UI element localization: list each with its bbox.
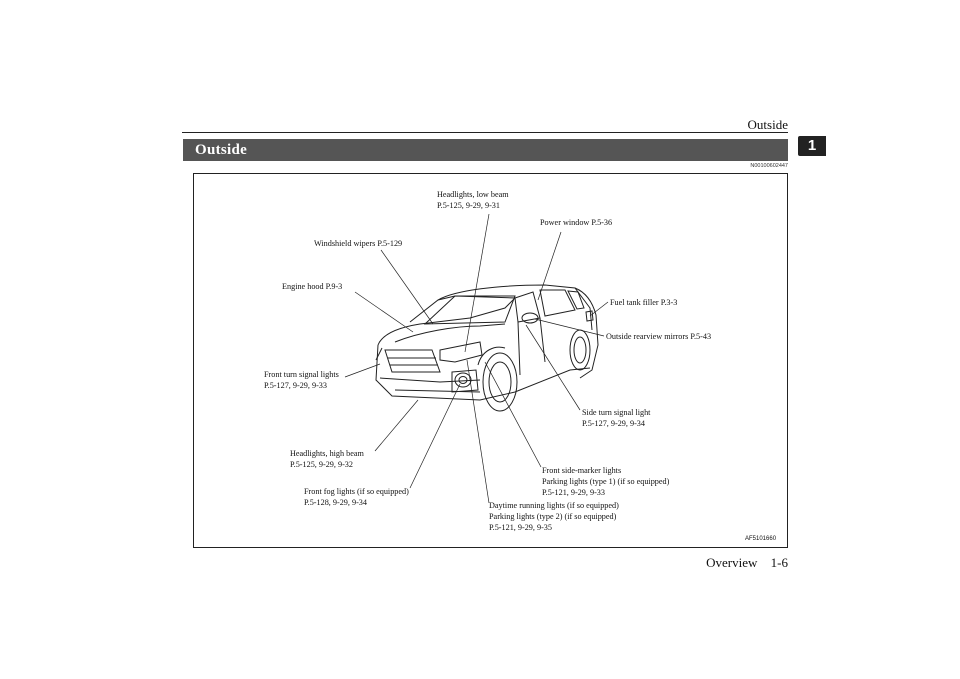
- leader-engine-hood: [354, 291, 414, 333]
- footer-page-number: 1-6: [770, 555, 788, 570]
- label-front-fog-lights: Front fog lights (if so equipped) P.5-12…: [304, 487, 409, 507]
- rear-wheel: [569, 329, 591, 371]
- label-side-turn-signal: Side turn signal light P.5-127, 9-29, 9-…: [582, 408, 651, 428]
- label-outside-mirrors: Outside rearview mirrors P.5-43: [606, 332, 712, 341]
- leader-drl: [466, 359, 490, 504]
- vehicle-figure-frame: [193, 173, 788, 548]
- leader-fuel-filler: [589, 301, 609, 317]
- label-fuel-tank-filler: Fuel tank filler P.3-3: [610, 298, 678, 307]
- leader-wipers: [380, 249, 434, 325]
- header-divider: [182, 132, 788, 133]
- leader-turn-signal: [344, 363, 381, 378]
- page-footer: Overview 1-6: [706, 555, 788, 571]
- label-engine-hood: Engine hood P.9-3: [282, 282, 343, 291]
- label-front-side-marker: Front side-marker lights Parking lights …: [542, 466, 670, 497]
- car-body-outline: [377, 295, 517, 346]
- hood-line: [394, 323, 506, 343]
- leader-high-beam: [374, 399, 419, 452]
- label-power-window: Power window P.5-36: [540, 218, 613, 227]
- page-header-title: Outside: [747, 117, 788, 132]
- leader-low-beam: [464, 213, 490, 353]
- leader-power-window: [537, 231, 562, 301]
- side-window-front: [514, 291, 541, 323]
- fog-light: [454, 372, 472, 388]
- fuel-filler-door: [585, 310, 594, 322]
- section-heading: Outside: [183, 139, 788, 161]
- leader-side-marker: [484, 361, 542, 468]
- leader-fog: [409, 383, 461, 489]
- leader-side-turn: [525, 324, 581, 411]
- front-wheel: [482, 352, 518, 412]
- footer-section: Overview: [706, 555, 758, 570]
- car-side-lower: [375, 344, 591, 401]
- label-headlights-low-beam: Headlights, low beam P.5-125, 9-29, 9-31: [437, 190, 509, 210]
- side-window-quarter: [567, 290, 585, 310]
- figure-code: AF5101660: [745, 536, 777, 542]
- front-bumper: [379, 377, 481, 393]
- label-headlights-high-beam: Headlights, high beam P.5-125, 9-29, 9-3…: [290, 449, 364, 469]
- section-reference-code: N00100602447: [750, 163, 788, 169]
- headlight: [439, 341, 483, 363]
- chapter-tab[interactable]: 1: [798, 136, 826, 156]
- car-rear: [574, 287, 599, 379]
- leader-mirror: [534, 318, 605, 337]
- windshield: [423, 295, 516, 325]
- label-windshield-wipers: Windshield wipers P.5-129: [314, 239, 403, 248]
- side-window-rear: [539, 289, 576, 317]
- car-roof: [437, 284, 593, 331]
- grille: [384, 349, 441, 373]
- label-daytime-running-lights: Daytime running lights (if so equipped) …: [489, 501, 619, 532]
- outside-mirror: [521, 312, 539, 324]
- label-front-turn-signal: Front turn signal lights P.5-127, 9-29, …: [264, 370, 339, 390]
